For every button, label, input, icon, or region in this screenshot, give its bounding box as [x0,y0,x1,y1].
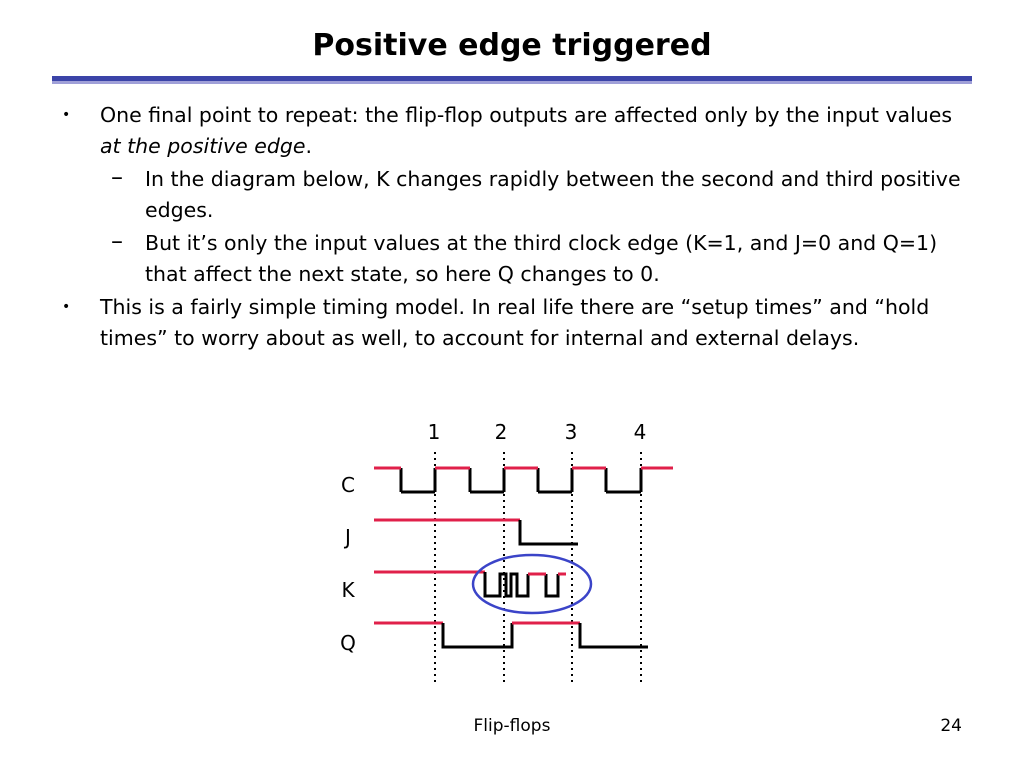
bullet-text: One final point to repeat: the flip-flop… [100,103,959,127]
signal-label-k: K [341,578,355,602]
timing-diagram: 1 2 3 4 C J K Q [340,420,673,685]
sub-bullet-text: But it’s only the input values at the th… [145,231,944,286]
title-divider-shadow [52,81,972,84]
bullet-text-end: . [305,134,312,158]
page-number: 24 [940,716,962,736]
waveform-c [374,466,673,494]
waveform-k [374,553,593,615]
bullet-dot-icon: • [62,107,71,123]
waveform-q [374,621,648,649]
signal-label-j: J [343,525,351,549]
sub-bullet-text: In the diagram below, K changes rapidly … [145,167,968,222]
signal-label-c: C [341,473,355,497]
waveform-j [374,518,578,546]
bullet-emphasis: at the positive edge [100,134,306,158]
edge-label-1: 1 [428,420,441,444]
slide-body: • One final point to repeat: the flip-fl… [62,100,972,356]
highlight-ellipse [471,553,593,615]
bullet-dot-icon: • [62,299,71,315]
dash-icon: – [111,227,123,255]
edge-label-4: 4 [634,420,647,444]
edge-label-2: 2 [495,420,508,444]
bullet-item: • One final point to repeat: the flip-fl… [62,100,972,162]
dash-icon: – [111,163,123,191]
slide-footer: Flip-flops [473,716,551,736]
sub-bullet-item: – In the diagram below, K changes rapidl… [62,163,972,226]
slide-title: Positive edge triggered [312,28,712,63]
bullet-text: This is a fairly simple timing model. In… [100,295,936,350]
sub-bullet-item: – But it’s only the input values at the … [62,227,972,290]
edge-label-3: 3 [565,420,578,444]
title-divider [52,76,972,81]
bullet-item: • This is a fairly simple timing model. … [62,292,972,354]
signal-label-q: Q [340,631,356,655]
